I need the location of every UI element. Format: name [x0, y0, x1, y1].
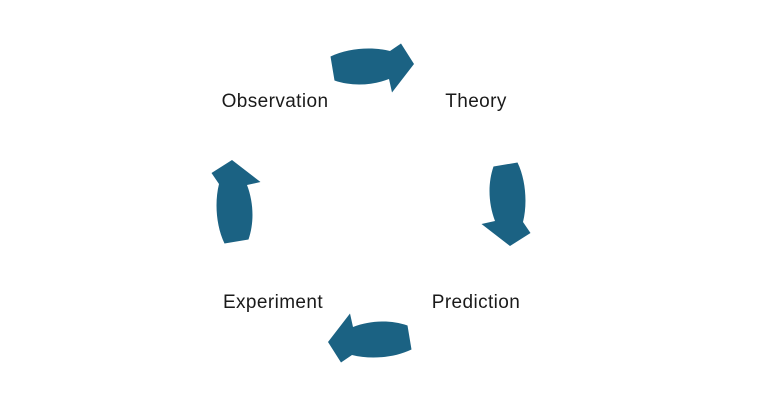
- curved-down-arrow-icon: [481, 162, 531, 246]
- node-label-experiment: Experiment: [222, 292, 324, 313]
- curved-left-arrow-icon: [328, 313, 412, 363]
- node-label-prediction: Prediction: [431, 292, 521, 313]
- node-label-observation: Observation: [221, 91, 329, 112]
- curved-right-arrow-icon: [330, 43, 414, 93]
- curved-up-arrow-icon: [211, 160, 261, 244]
- node-label-theory: Theory: [445, 91, 507, 112]
